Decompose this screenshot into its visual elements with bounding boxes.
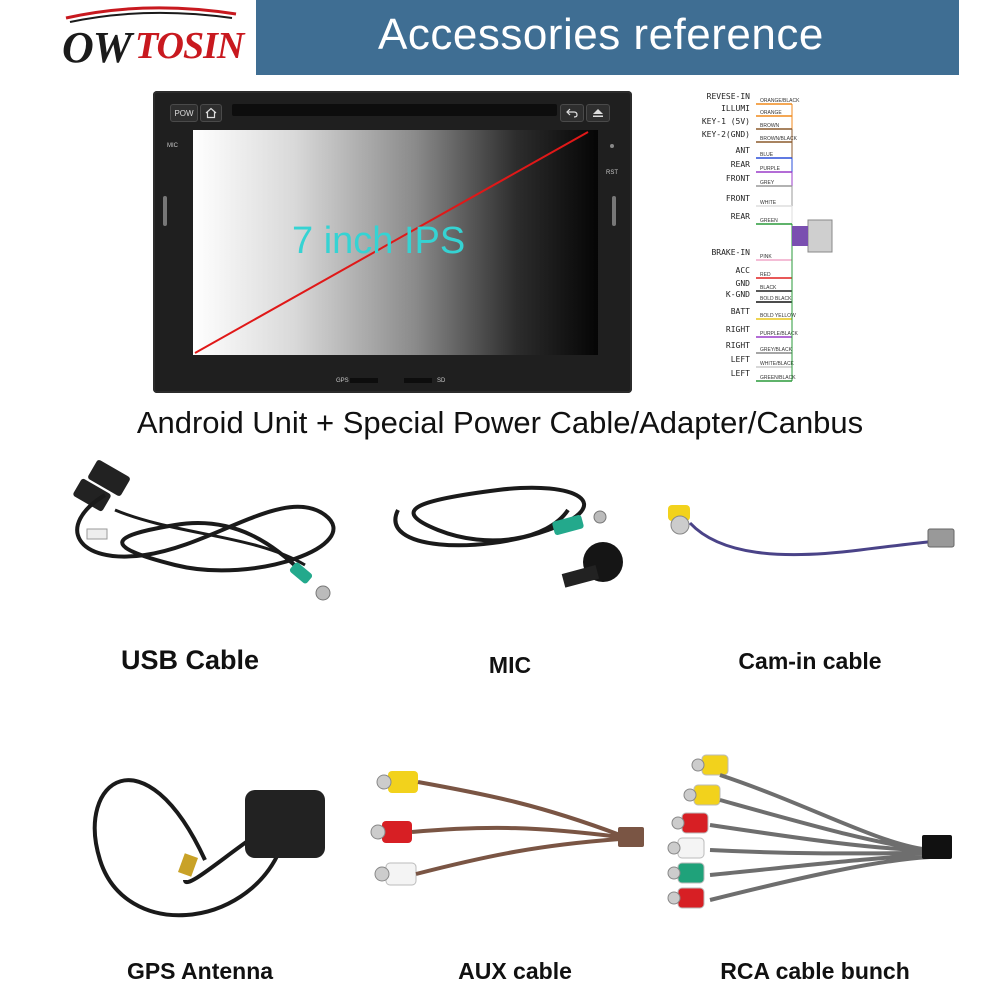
gps-antenna-caption: GPS Antenna	[126, 958, 274, 984]
rca-plug-tip	[691, 758, 705, 772]
rca-plug	[693, 784, 721, 806]
wire-color-label: GREEN	[760, 218, 778, 224]
screen-size-label: 7 inch IPS	[292, 220, 466, 262]
wire-label: REVESE-IN	[706, 92, 750, 101]
wire-color-label: PURPLE	[760, 166, 781, 172]
wire-label: LEFT	[730, 369, 750, 378]
wire-color-label: BLACK	[760, 285, 777, 291]
cam-in-cable-caption: Cam-in cable	[738, 648, 882, 674]
rca-plug-tip	[667, 841, 681, 855]
left-bracket	[163, 196, 167, 226]
wire-label: ACC	[735, 266, 750, 275]
aux-cable-caption: AUX cable	[458, 958, 572, 984]
sd-slot-label: SD	[437, 378, 446, 384]
aux-cable-image	[370, 771, 644, 886]
rca-plug	[681, 812, 709, 834]
power-button[interactable]: POW	[170, 104, 198, 122]
rca-plug-tip	[683, 788, 697, 802]
back-button[interactable]	[560, 104, 584, 122]
rca-cable-bunch-caption: RCA cable bunch	[720, 958, 910, 984]
rst-label: RST	[606, 170, 618, 176]
back-icon	[566, 108, 578, 118]
gps-antenna-image	[92, 778, 325, 918]
wire-color-label: PINK	[760, 254, 772, 260]
eject-button[interactable]	[586, 104, 610, 122]
wire-color-label: ORANGE	[760, 110, 782, 116]
wire-color-label: BOLD YELLOW	[760, 313, 796, 319]
rca-plug	[701, 754, 729, 776]
rca-plug	[677, 862, 705, 884]
wire-color-label: RED	[760, 272, 771, 278]
right-bracket	[612, 196, 616, 226]
home-button[interactable]	[200, 104, 222, 122]
unit-caption: Android Unit + Special Power Cable/Adapt…	[136, 405, 864, 440]
sd-slot	[404, 378, 432, 383]
wiring-diagram: REVESE-IN ORANGE/BLACK ILLUMI ORANGE KEY-1 (…	[700, 88, 850, 388]
wire-bundle	[792, 226, 808, 246]
mic-hole	[610, 144, 614, 148]
wire-color-label: BROWN	[760, 123, 780, 129]
page-title: Accessories reference	[378, 10, 824, 59]
wire-label: KEY-1 (5V)	[701, 117, 750, 126]
disc-slot	[232, 104, 557, 116]
wire-label: BRAKE-IN	[711, 248, 750, 257]
wire-label: K-GND	[725, 290, 750, 299]
rca-plug	[677, 887, 705, 909]
wire-label: ILLUMI	[721, 104, 750, 113]
wire-color-label: GREY	[760, 180, 775, 186]
wire-color-label: GREY/BLACK	[760, 347, 792, 353]
wire-color-label: GREEN/BLACK	[760, 375, 796, 381]
home-icon	[205, 107, 217, 119]
iso-connector	[807, 219, 833, 253]
wire-color-label: BLUE	[760, 152, 774, 158]
ips-screen	[193, 130, 598, 355]
brand-logo	[56, 0, 256, 75]
wire-label: LEFT	[730, 355, 750, 364]
mic-image	[393, 485, 623, 588]
wire-lines	[756, 103, 833, 382]
wire-color-label: WHITE	[760, 200, 777, 206]
usb-cable-image	[73, 460, 336, 601]
wire-color-label: WHITE/BLACK	[760, 361, 794, 367]
rca-plug-tip	[667, 866, 681, 880]
usb-cable-caption: USB Cable	[120, 645, 260, 675]
wire-label: GND	[735, 279, 750, 288]
rca-plug	[677, 837, 705, 859]
wire-color-label: ORANGE/BLACK	[760, 98, 800, 104]
wire-label: KEY-2(GND)	[701, 130, 750, 139]
eject-icon	[593, 109, 603, 117]
wire-label: RIGHT	[725, 341, 750, 350]
wire-color-label: BROWN/BLACK	[760, 136, 797, 142]
wire-label: RIGHT	[725, 325, 750, 334]
wire-label: REAR	[730, 212, 750, 221]
wire-label: ANT	[735, 146, 750, 155]
gps-slot-label: GPS	[336, 378, 349, 384]
wire-label: REAR	[730, 160, 750, 169]
logo-text-ow: OW	[62, 23, 132, 72]
mic-label: MIC	[167, 143, 178, 149]
gps-slot	[350, 378, 378, 383]
screen-diagonal	[194, 131, 589, 354]
logo-swoosh	[65, 6, 237, 23]
wire-label: FRONT	[725, 194, 750, 203]
wire-color-label: PURPLE/BLACK	[760, 331, 798, 337]
rca-plug-tip	[671, 816, 685, 830]
wire-label: BATT	[730, 307, 750, 316]
mic-caption: MIC	[488, 652, 532, 678]
wire-label: FRONT	[725, 174, 750, 183]
wire-color-label: BOLD BLACK	[760, 296, 792, 302]
logo-text-tosin: TOSIN	[135, 25, 244, 67]
rca-cable-bunch-image	[667, 754, 952, 909]
rca-plug-tip	[667, 891, 681, 905]
cam-in-cable-image	[668, 505, 955, 557]
